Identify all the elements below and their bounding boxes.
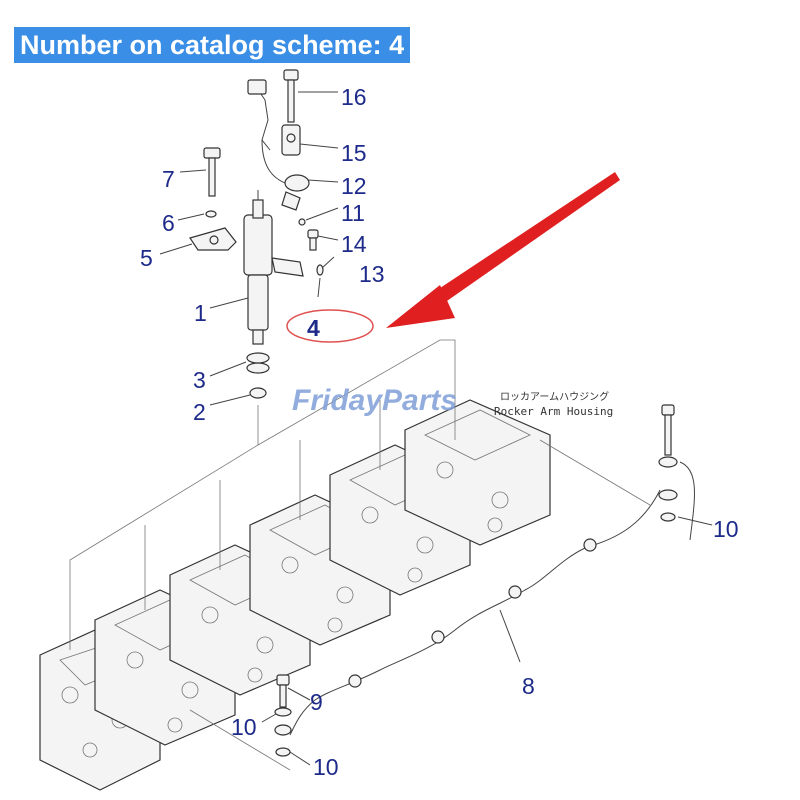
- callout-11: 11: [341, 200, 365, 226]
- callout-6: 6: [162, 210, 175, 236]
- callout-16: 16: [341, 84, 367, 110]
- housing-block-6: [404, 399, 551, 546]
- banjo-bolt-lower: [274, 674, 292, 757]
- callout-10-upper: 10: [713, 516, 739, 542]
- callout-12: 12: [341, 173, 367, 199]
- watermark-logo: FridayParts: [292, 384, 457, 417]
- washer-11: [298, 218, 306, 226]
- callout-5: 5: [140, 245, 153, 271]
- callout-8: 8: [522, 673, 535, 699]
- callout-9: 9: [310, 689, 323, 715]
- clamp-5: [189, 227, 237, 251]
- clamp-12: [281, 174, 310, 211]
- callout-numbers: 16 15 12 11 14 13 7 6 5 1 4 3 2 10 8 9 1…: [140, 84, 739, 780]
- red-pointer-arrow: [386, 172, 620, 328]
- callout-4: 4: [307, 315, 320, 341]
- callout-7: 7: [162, 166, 175, 192]
- leader-lines: [69, 339, 651, 771]
- o-ring-3: [246, 352, 270, 374]
- callout-13: 13: [359, 261, 385, 287]
- callout-10-middle: 10: [231, 714, 257, 740]
- callout-10-lower: 10: [313, 754, 339, 780]
- highlight-ring-part-4: [286, 309, 374, 343]
- callout-14: 14: [341, 231, 367, 257]
- callout-2: 2: [193, 399, 206, 425]
- callout-3: 3: [193, 367, 206, 393]
- cylinder-head-housings: [39, 399, 551, 791]
- callout-leaders: [159, 91, 713, 766]
- catalog-scheme-title: Number on catalog scheme: 4: [14, 27, 411, 63]
- housing-label-english: Rocker Arm Housing: [494, 405, 613, 418]
- housing-label-japanese: ロッカアームハウジング: [500, 390, 609, 403]
- bolt-14: [307, 229, 319, 251]
- washer-6: [205, 210, 217, 218]
- injector-assembly: [243, 190, 304, 345]
- fuel-return-pipe-8: [289, 489, 661, 736]
- bolt-7: [203, 147, 221, 197]
- connector-15: [281, 124, 301, 156]
- callout-15: 15: [341, 140, 367, 166]
- wire-harness: [247, 79, 291, 186]
- bolt-16: [283, 69, 299, 123]
- o-ring-13: [316, 264, 324, 276]
- callout-1: 1: [194, 300, 207, 326]
- banjo-bolt-upper: [658, 404, 695, 541]
- gasket-2: [249, 387, 267, 399]
